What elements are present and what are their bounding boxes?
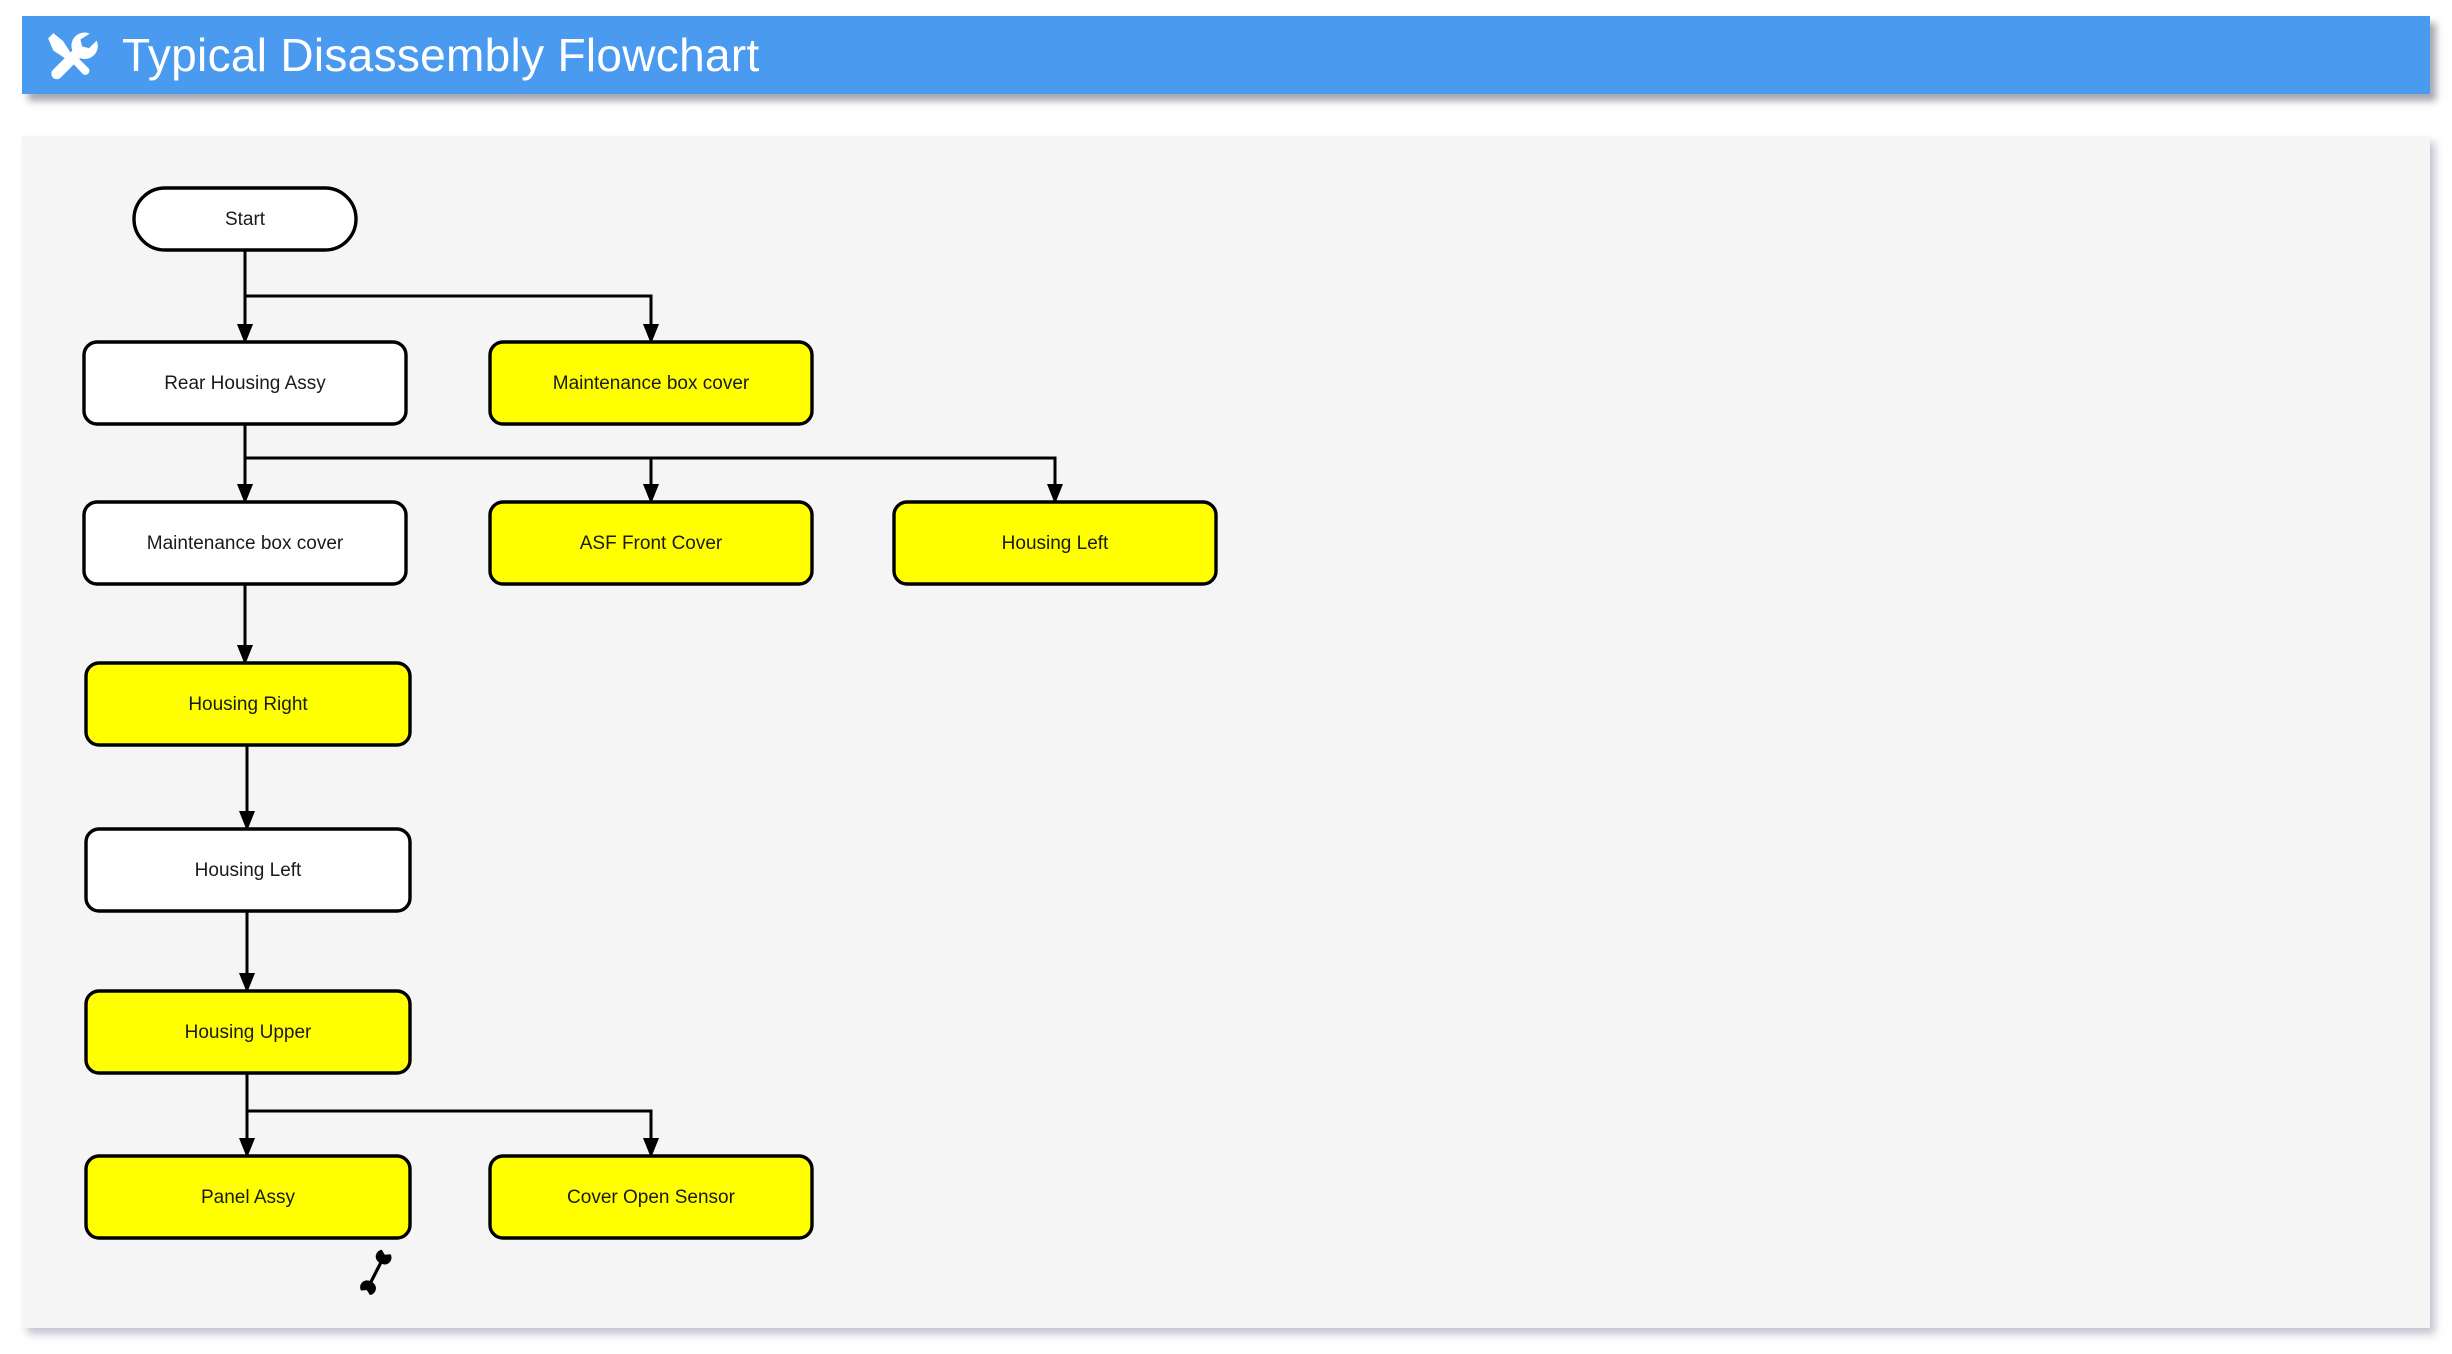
flow-node-label: Maintenance box cover — [147, 533, 344, 554]
edge-housing-left-to-housing-upper — [239, 911, 255, 993]
tools-icon — [48, 32, 98, 80]
edge-rear-housing-assy-to-housing-left-top — [245, 456, 1063, 504]
flow-node-housing-left[interactable]: Housing Left — [84, 827, 412, 913]
edge-maintenance-box-cover-to-housing-right — [237, 584, 253, 665]
flow-node-cover-open-sensor[interactable]: Cover Open Sensor — [488, 1154, 814, 1240]
edge-rear-housing-assy-to-asf-front-cover — [245, 456, 659, 504]
flow-node-label: Housing Right — [188, 694, 308, 715]
flow-node-label: ASF Front Cover — [580, 533, 723, 554]
flowchart-nodes: Start Rear Housing Assy Maintenance box … — [82, 186, 1218, 1240]
wrench-cursor — [360, 1249, 392, 1295]
flow-node-label: Housing Upper — [185, 1022, 312, 1043]
edge-housing-upper-to-cover-open-sensor — [247, 1109, 659, 1158]
edge-rear-housing-assy-to-maintenance-box-cover — [237, 424, 253, 504]
flowchart-panel: Start Rear Housing Assy Maintenance box … — [22, 136, 2430, 1328]
flow-node-maintenance-box-cover-2[interactable]: Maintenance box cover — [82, 500, 408, 586]
flow-node-rear-housing-assy[interactable]: Rear Housing Assy — [82, 340, 408, 426]
flow-node-label: Start — [225, 209, 266, 230]
edge-start-to-rear-housing-assy — [237, 250, 253, 344]
flow-node-start[interactable]: Start — [132, 186, 358, 252]
flowchart-canvas: Start Rear Housing Assy Maintenance box … — [82, 186, 1218, 1240]
flow-node-housing-right[interactable]: Housing Right — [84, 661, 412, 747]
flow-node-label: Maintenance box cover — [553, 373, 750, 394]
flow-node-housing-upper[interactable]: Housing Upper — [84, 989, 412, 1075]
flow-node-label: Rear Housing Assy — [164, 373, 326, 394]
header-bar: Typical Disassembly Flowchart — [22, 16, 2430, 94]
edge-housing-upper-to-panel-assy — [239, 1073, 255, 1158]
page-title: Typical Disassembly Flowchart — [122, 29, 760, 81]
flow-node-panel-assy[interactable]: Panel Assy — [84, 1154, 412, 1240]
edge-start-to-maintenance-box-cover — [245, 294, 659, 344]
flow-node-label: Housing Left — [195, 860, 302, 881]
flow-node-label: Panel Assy — [201, 1187, 295, 1208]
flow-node-maintenance-box-cover-1[interactable]: Maintenance box cover — [488, 340, 814, 426]
flow-node-label: Housing Left — [1002, 533, 1109, 554]
flow-node-housing-left-top[interactable]: Housing Left — [892, 500, 1218, 586]
flow-node-asf-front-cover[interactable]: ASF Front Cover — [488, 500, 814, 586]
edge-housing-right-to-housing-left — [239, 745, 255, 831]
flowchart-edges — [237, 250, 1063, 1158]
flow-node-label: Cover Open Sensor — [567, 1187, 736, 1208]
